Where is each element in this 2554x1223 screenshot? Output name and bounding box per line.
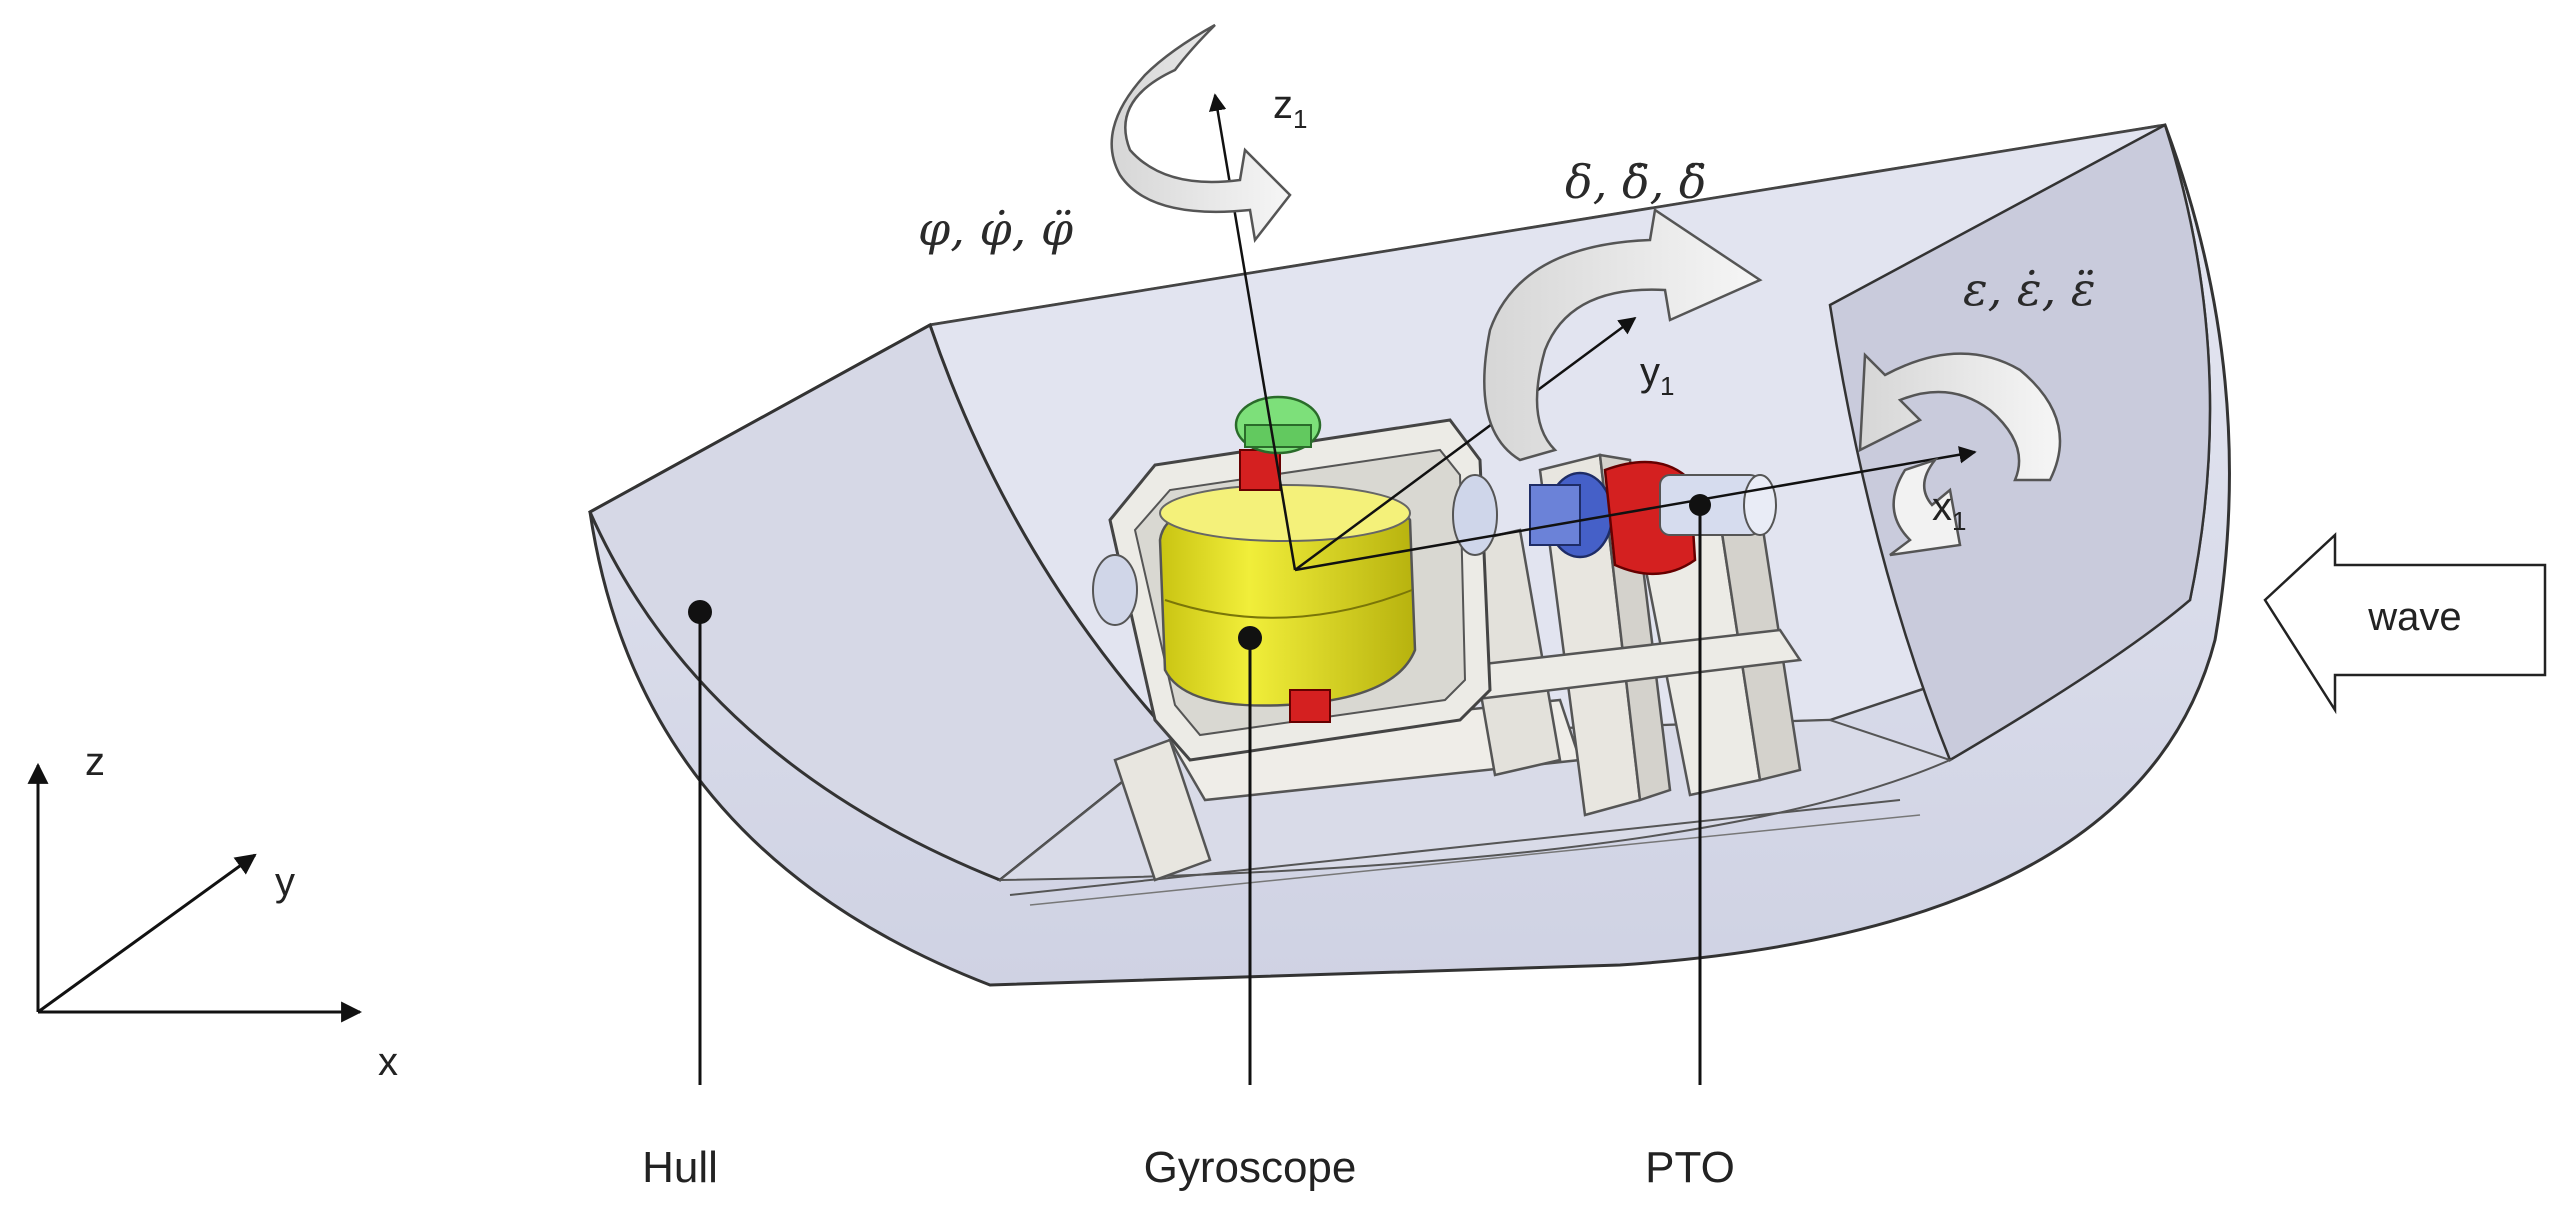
hull-label: Hull — [642, 1143, 718, 1192]
rotation-arrow-phi — [1110, 23, 1292, 244]
wave-arrow — [2263, 532, 2547, 715]
z1-axis — [1208, 93, 1297, 571]
global-axes — [27, 762, 363, 1023]
wave-label: wave — [2367, 595, 2461, 639]
x1-axis — [1294, 446, 1977, 572]
x1-label: x1 — [1932, 485, 1966, 536]
delta-label: δ, δ̇, δ̈ — [1565, 155, 1707, 209]
callout-hull — [688, 600, 712, 1085]
callout-gyroscope — [1238, 626, 1262, 1085]
y1-axis — [1294, 316, 1637, 572]
local-axes — [1208, 93, 1977, 572]
epsilon-label: ε, ε̇, ε̈ — [1963, 262, 2096, 316]
y1-label: y1 — [1640, 350, 1674, 401]
x1-subscript: 1 — [1952, 506, 1966, 536]
pto-assembly — [1452, 460, 1777, 576]
z1-letter: z — [1273, 83, 1293, 127]
rotation-arrow-epsilon — [1858, 352, 2062, 557]
gyroscope-label: Gyroscope — [1144, 1143, 1357, 1192]
rotation-arrow-delta — [1483, 207, 1763, 462]
gyro-bottom-pin — [1289, 689, 1331, 723]
y1-letter: y — [1640, 350, 1660, 394]
y1-subscript: 1 — [1660, 371, 1674, 401]
global-y-axis — [37, 853, 257, 1014]
x1-letter: x — [1932, 485, 1952, 529]
pto-label: PTO — [1645, 1143, 1735, 1192]
global-y-label: y — [275, 860, 295, 904]
z1-subscript: 1 — [1293, 104, 1307, 134]
gyro-top-pin — [1239, 449, 1281, 491]
global-z-label: z — [85, 740, 105, 784]
phi-label: φ, φ̇, φ̈ — [918, 202, 1074, 256]
z1-label: z1 — [1273, 83, 1307, 134]
global-x-label: x — [378, 1040, 398, 1084]
